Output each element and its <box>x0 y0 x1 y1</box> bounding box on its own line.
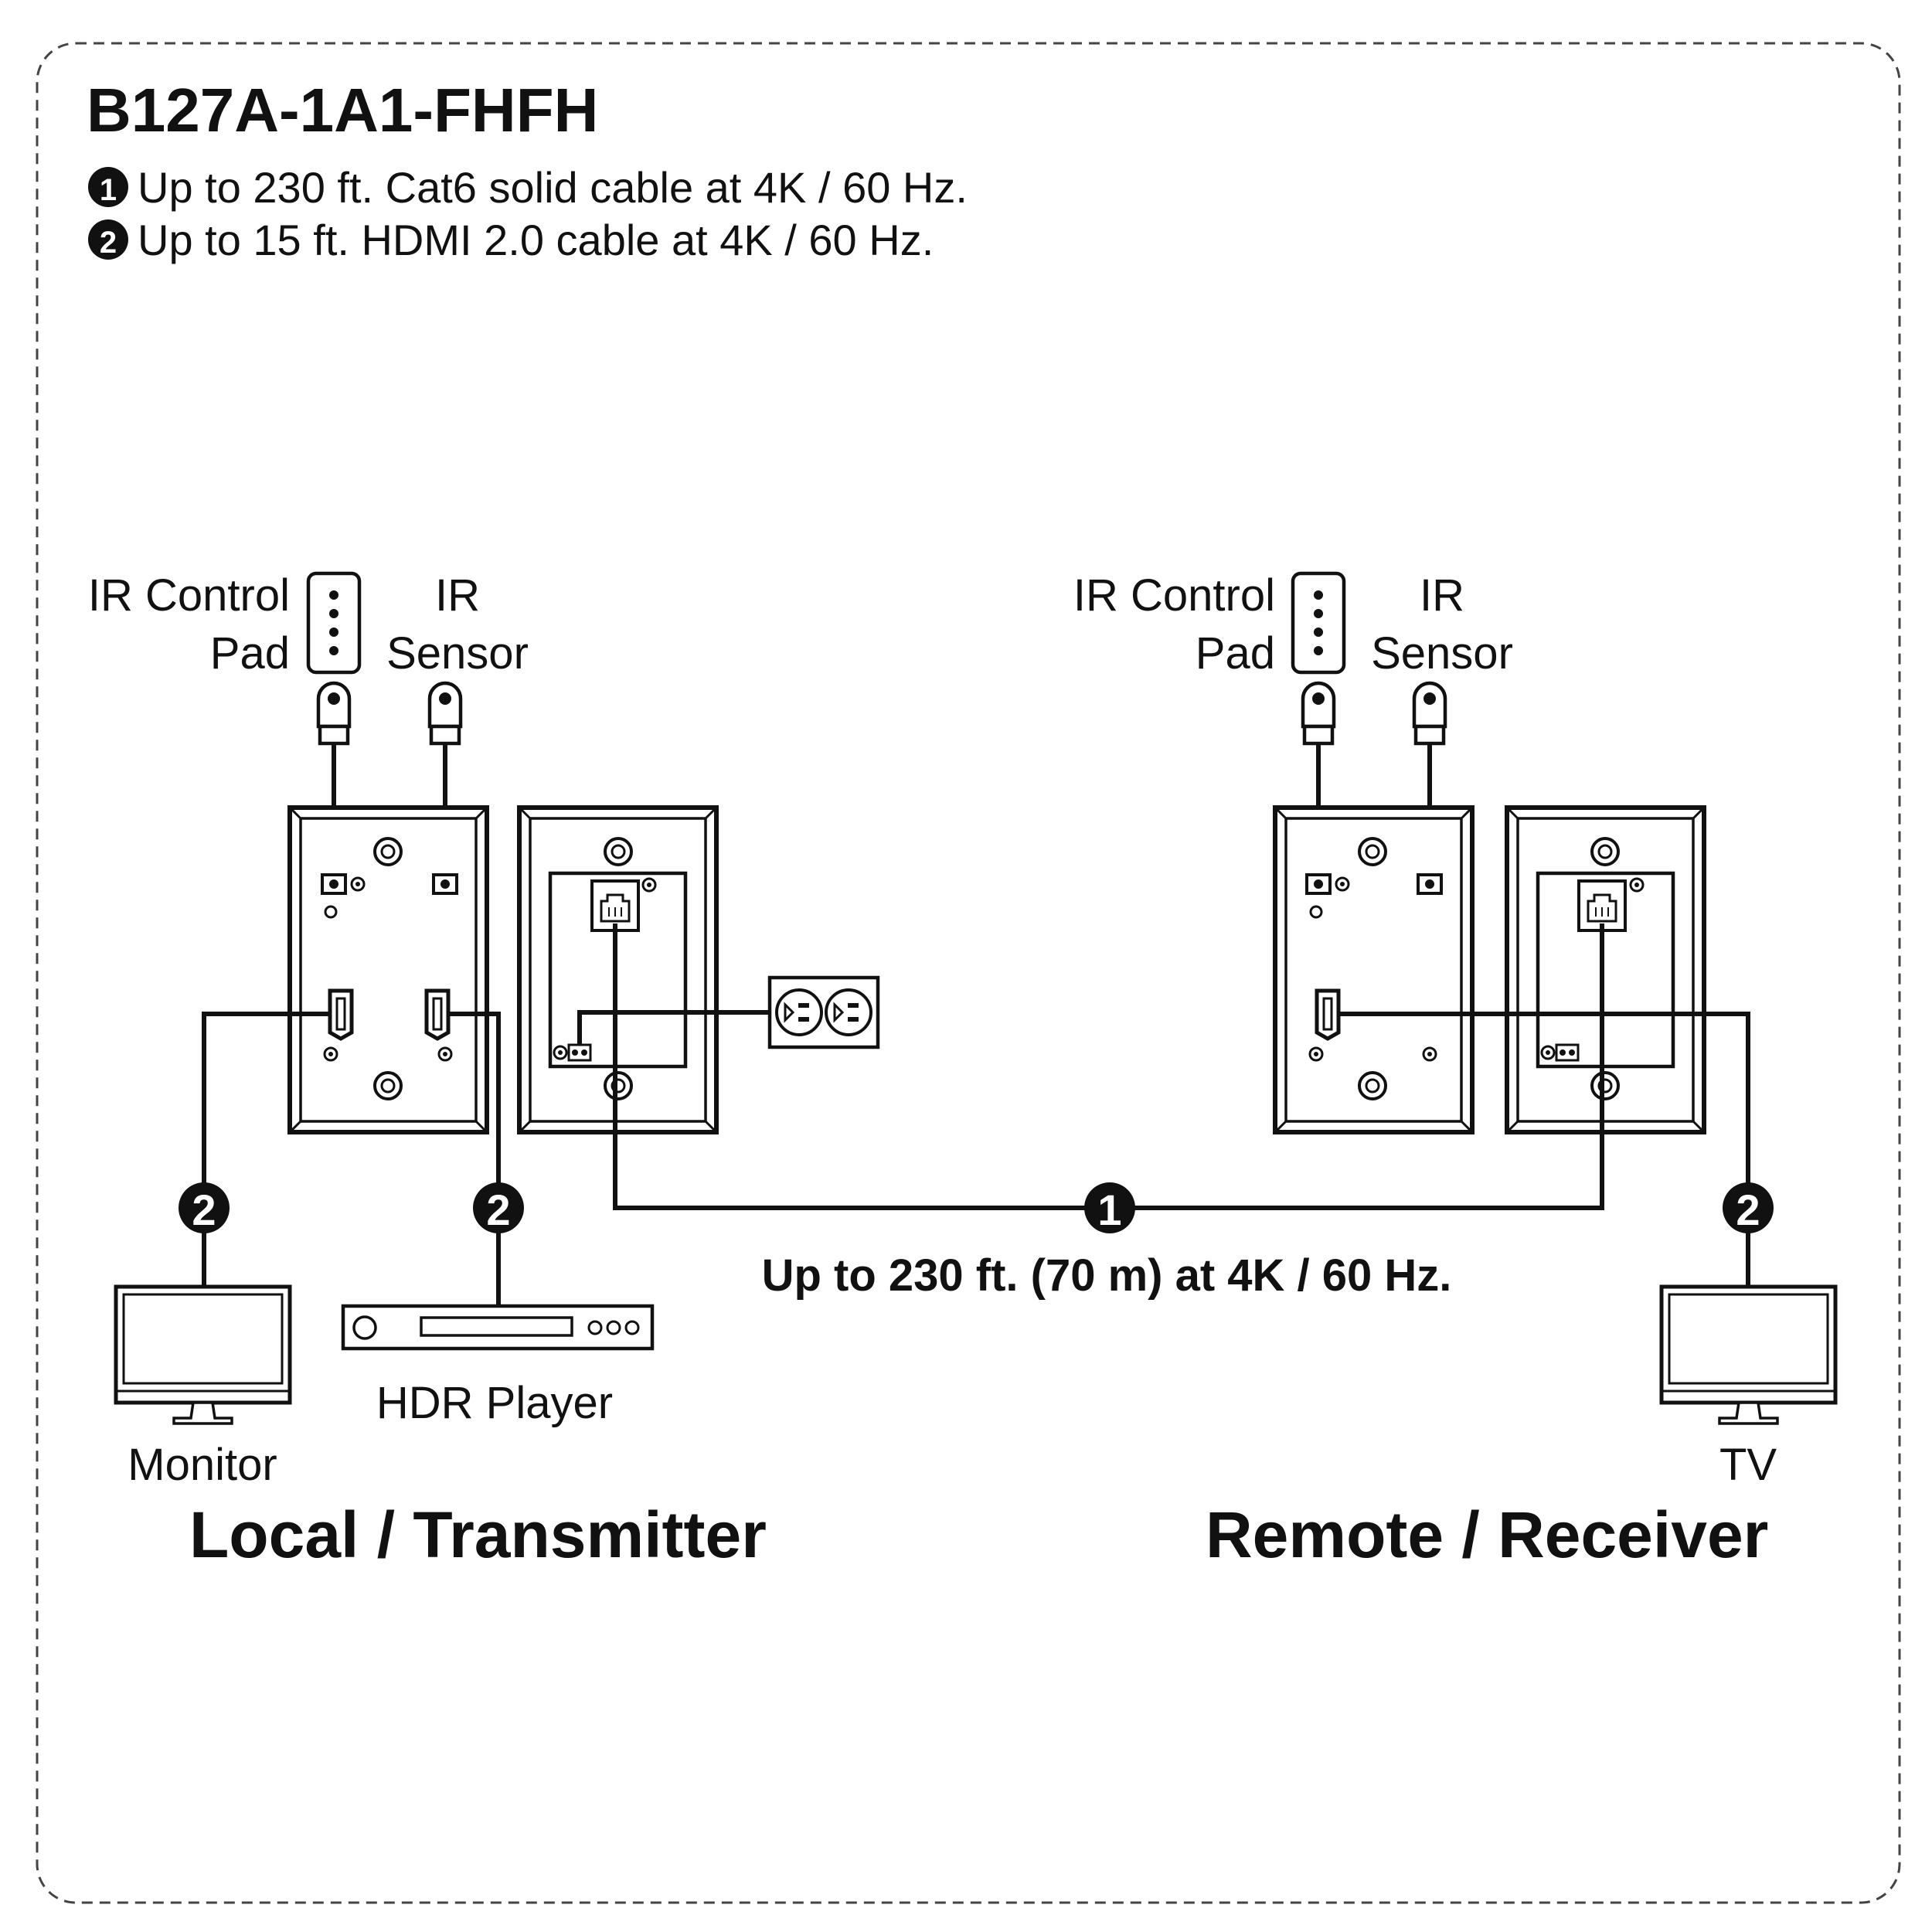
wall-plate-icon <box>290 808 487 1132</box>
page-title: B127A-1A1-FHFH <box>87 76 598 145</box>
badge-number: 2 <box>486 1185 510 1234</box>
remote-ir-sensor-label-line1: IR <box>1420 570 1464 621</box>
hdr-player-icon <box>341 1304 655 1351</box>
ir-control-pad-icon <box>1293 573 1344 672</box>
remote-ir-pad-label-line2: Pad <box>1196 628 1275 679</box>
note-2-text: Up to 15 ft. HDMI 2.0 cable at 4K / 60 H… <box>138 216 934 264</box>
remote-ir-pad-label-line1: IR Control <box>1073 570 1275 621</box>
remote-side-label: Remote / Receiver <box>1206 1498 1768 1571</box>
cat6-cable-badge: 1 <box>1084 1182 1135 1234</box>
outer-border <box>36 42 1901 1904</box>
badge-number: 1 <box>1097 1185 1121 1234</box>
remote-tv-hdmi-badge: 2 <box>1723 1182 1774 1234</box>
ir-sensor-icon <box>430 683 461 726</box>
badge-number: 2 <box>192 1185 216 1234</box>
note-1-number: 1 <box>100 173 117 207</box>
monitor-icon <box>114 1284 292 1425</box>
local-ir-pad-label-line1: IR Control <box>88 570 290 621</box>
local-ir-pad-label-line2: Pad <box>210 628 290 679</box>
local-player-hdmi-badge: 2 <box>473 1182 524 1234</box>
hdr-player-label: HDR Player <box>376 1378 613 1428</box>
local-ir-sensor-label-line2: Sensor <box>386 628 529 679</box>
wall-plate-icon <box>1507 808 1704 1132</box>
note-2-number: 2 <box>100 226 117 260</box>
ir-sensor-icon <box>318 683 349 726</box>
ir-sensor-icon <box>1303 683 1334 726</box>
remote-ir-sensor-label-line2: Sensor <box>1371 628 1513 679</box>
local-side-label: Local / Transmitter <box>189 1498 767 1571</box>
local-section: IR Control Pad IR Sensor <box>88 570 880 1571</box>
ir-sensor-icon <box>1414 683 1445 726</box>
ir-control-pad-icon <box>308 573 359 672</box>
note-1-text: Up to 230 ft. Cat6 solid cable at 4K / 6… <box>138 163 968 212</box>
note-1: 1 Up to 230 ft. Cat6 solid cable at 4K /… <box>88 163 968 212</box>
local-ir-sensor-label-line1: IR <box>435 570 480 621</box>
tv-label: TV <box>1719 1440 1777 1490</box>
wall-plate-icon <box>1275 808 1472 1132</box>
tv-icon <box>1659 1284 1838 1425</box>
badge-number: 2 <box>1736 1185 1760 1234</box>
remote-section: IR Control Pad IR Sensor <box>1073 570 1838 1571</box>
cable-length-label: Up to 230 ft. (70 m) at 4K / 60 Hz. <box>762 1250 1452 1301</box>
wall-plate-icon <box>519 808 716 1132</box>
monitor-label: Monitor <box>128 1440 277 1490</box>
note-2: 2 Up to 15 ft. HDMI 2.0 cable at 4K / 60… <box>88 216 934 264</box>
power-outlet-icon <box>767 975 880 1049</box>
local-monitor-hdmi-badge: 2 <box>179 1182 230 1234</box>
